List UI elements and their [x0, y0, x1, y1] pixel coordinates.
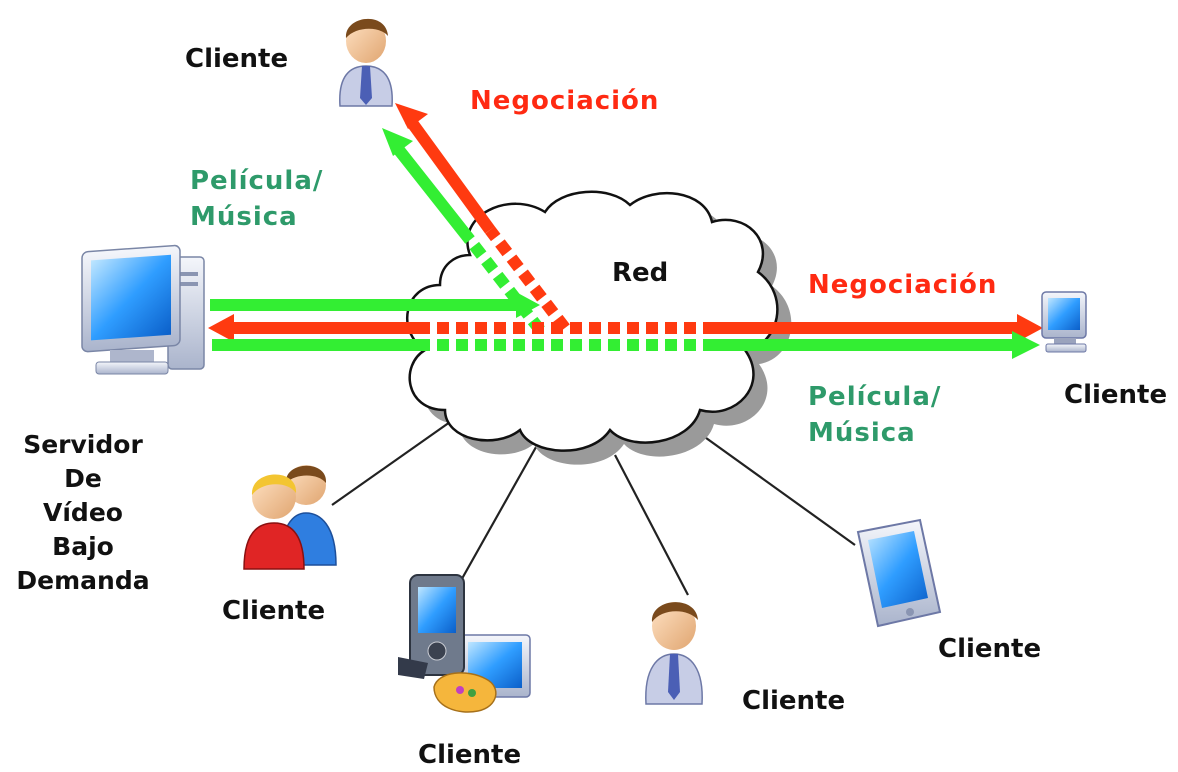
- label-cliente-top: Cliente: [185, 44, 289, 74]
- line-to-tablet: [687, 424, 856, 546]
- server-line: Demanda: [16, 566, 150, 595]
- user-icon-top: [339, 18, 393, 107]
- arrowhead-negotiation-right: [1017, 314, 1043, 342]
- label-musica-right: Música: [808, 418, 916, 448]
- label-red: Red: [612, 258, 669, 288]
- arrowhead-negotiation-top: [395, 103, 428, 129]
- arrow-negotiation-top-solid: [405, 116, 495, 234]
- arrowhead-media-right: [1012, 331, 1040, 359]
- computer-icon-server: [81, 244, 205, 375]
- arrowhead-media-top: [382, 128, 413, 156]
- arrow-media-top-dashed: [465, 236, 545, 334]
- label-musica-left: Música: [190, 202, 298, 232]
- label-negociacion-top: Negociación: [470, 86, 660, 116]
- arrow-media-top-solid: [390, 141, 475, 244]
- server-line: Servidor: [23, 430, 143, 459]
- label-server: Servidor De Vídeo Bajo Demanda: [8, 428, 158, 598]
- group-icon: [243, 465, 337, 570]
- line-to-pda: [449, 439, 541, 601]
- arrowhead-negotiation-server: [208, 314, 234, 342]
- cloud-body: [406, 190, 779, 452]
- line-to-user-bottom: [614, 454, 689, 596]
- arrowhead-media-cloud: [516, 292, 540, 318]
- server-line: De: [64, 464, 102, 493]
- server-line: Vídeo: [43, 498, 123, 527]
- label-cliente-tablet: Cliente: [938, 634, 1042, 664]
- label-cliente-right: Cliente: [1064, 380, 1168, 410]
- pda-icon: [398, 574, 531, 713]
- label-pelicula-right: Película/: [808, 382, 942, 412]
- label-cliente-user-bottom: Cliente: [742, 686, 846, 716]
- label-cliente-pda: Cliente: [418, 740, 522, 770]
- server-line: Bajo: [52, 532, 114, 561]
- monitor-icon-right: [1041, 291, 1087, 353]
- label-cliente-group: Cliente: [222, 596, 326, 626]
- arrows: [208, 103, 1043, 359]
- label-negociacion-right: Negociación: [808, 270, 998, 300]
- connection-lines: [331, 421, 856, 601]
- user-icon-bottom: [645, 602, 703, 705]
- arrow-negotiation-top-dashed: [485, 226, 570, 332]
- label-pelicula-left: Película/: [190, 166, 324, 196]
- tablet-icon: [856, 518, 942, 628]
- line-to-group: [331, 421, 451, 506]
